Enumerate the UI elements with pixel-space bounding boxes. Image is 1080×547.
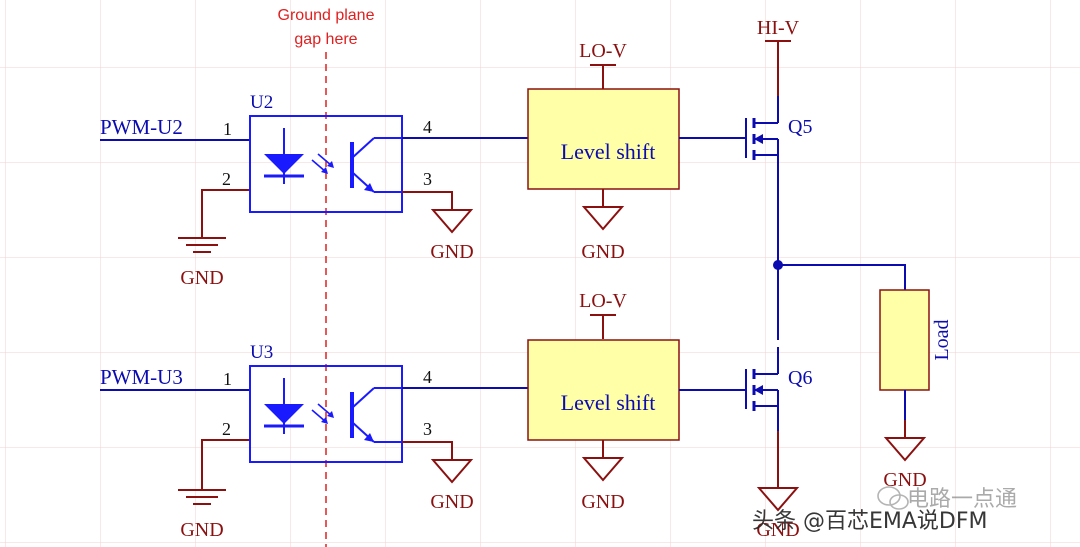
gnd-label: GND [581, 241, 624, 263]
channel-top: PWM-U2 1 2 GND U2 4 3 GND LO-V Level shi… [100, 17, 812, 289]
wechat-icon [877, 486, 909, 510]
level-shift-label: Level shift [561, 139, 656, 164]
q5-label: Q5 [788, 116, 812, 138]
q6-label: Q6 [788, 367, 812, 389]
channel-bottom: PWM-U3 1 2 GND U3 4 3 GND LO-V Level shi… [100, 290, 812, 541]
hi-v-label: HI-V [757, 17, 800, 39]
gnd-label: GND [581, 491, 624, 513]
u3-label: U3 [250, 342, 273, 363]
pin3-label: 3 [423, 419, 432, 439]
lo-v-label: LO-V [579, 40, 627, 62]
lo-v-label: LO-V [579, 290, 627, 312]
load-label: Load [931, 319, 953, 360]
pwm-u3-label: PWM-U3 [100, 365, 183, 389]
gnd-label: GND [430, 491, 473, 513]
gnd-label: GND [756, 519, 799, 541]
annotation-line2: gap here [294, 31, 357, 48]
output-node: Load GND [773, 180, 953, 491]
pin4-label: 4 [423, 117, 432, 137]
gnd-label: GND [883, 469, 926, 491]
gnd-label: GND [180, 519, 223, 541]
pin1-label: 1 [223, 119, 232, 139]
gnd-label: GND [430, 241, 473, 263]
pin3-label: 3 [423, 169, 432, 189]
pin4-label: 4 [423, 367, 432, 387]
watermark-wechat: 电路一点通 [907, 487, 1017, 512]
pin1-label: 1 [223, 369, 232, 389]
gnd-label: GND [180, 267, 223, 289]
pwm-u2-label: PWM-U2 [100, 115, 183, 139]
watermark-toutiao: 头条 @百芯EMA说DFM [752, 509, 988, 534]
level-shift-top [527, 88, 680, 190]
annotation-line1: Ground plane [278, 7, 375, 24]
level-shift-bottom [527, 339, 680, 441]
pin2-label: 2 [222, 169, 231, 189]
load-resistor [879, 289, 930, 391]
u2-label: U2 [250, 92, 273, 113]
watermark: 电路一点通 [877, 486, 1017, 512]
pin2-label: 2 [222, 419, 231, 439]
level-shift-label: Level shift [561, 390, 656, 415]
